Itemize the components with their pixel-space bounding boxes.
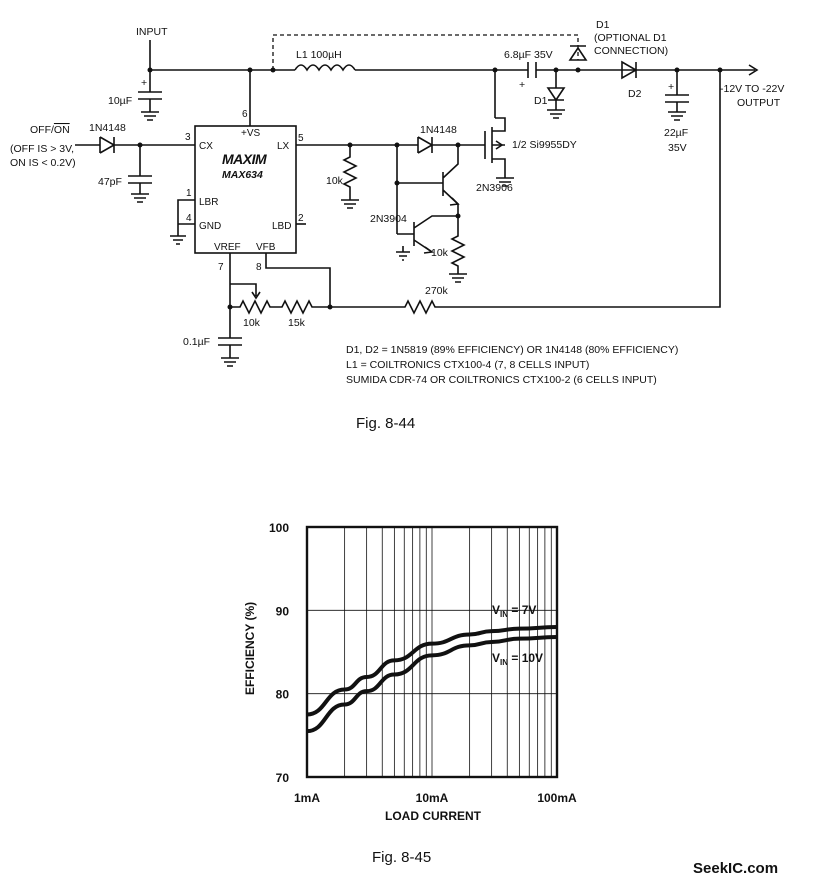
svg-text:LX: LX [277,141,290,152]
y-tick-label: 100 [269,521,289,535]
svg-text:8: 8 [256,262,262,273]
efficiency-chart: 1mA 10mA 100mA 70 80 90 100 EFFICIENCY (%) LOA… [243,521,577,866]
svg-text:+: + [141,77,147,89]
input-capacitor [138,70,162,121]
x-tick-label: 1mA [294,791,320,805]
y-tick-label: 70 [276,771,290,785]
input-diode [75,136,195,154]
svg-text:2N3904: 2N3904 [370,213,407,225]
svg-text:1: 1 [186,188,192,199]
svg-text:10k: 10k [326,175,344,187]
legend-vin-7v: VIN = 7V [492,603,536,619]
svg-text:35V: 35V [668,142,687,154]
x-axis-label: LOAD CURRENT [385,809,482,823]
off-on-label: OFF/ON [30,124,70,136]
note-line-3: SUMIDA CDR-74 OR COILTRONICS CTX100-2 (6… [346,374,657,386]
chart-ticks: 1mA 10mA 100mA 70 80 90 100 [269,521,577,805]
output-capacitor [665,70,689,121]
svg-text:+: + [668,81,674,93]
seekic-watermark: SeekIC.com [693,860,778,877]
chart-grid [307,527,557,777]
npn-transistor [397,215,458,253]
svg-text:GND: GND [199,221,221,232]
schematic: INPUT + 10µF 6 L1 100µH D1 (OPTIONAL D1 … [10,19,784,432]
svg-text:10k: 10k [431,247,449,259]
x-tick-label: 100mA [537,791,577,805]
svg-text:CX: CX [199,141,213,152]
output-label: OUTPUT [737,97,781,109]
svg-text:(OFF IS > 3V,: (OFF IS > 3V, [10,143,74,155]
output-wire [440,69,755,308]
svg-text:D1: D1 [596,19,610,31]
series-line-vin-7v [307,625,557,717]
ic-brand-logo: MAXIM [222,151,267,167]
coupling-capacitor [495,62,720,78]
lbr-gnd-ground [170,199,195,245]
note-line-2: L1 = COILTRONICS CTX100-4 (7, 8 CELLS IN… [346,359,589,371]
svg-text:0.1µF: 0.1µF [183,336,210,348]
svg-text:CONNECTION): CONNECTION) [594,45,668,57]
svg-text:+: + [519,79,525,91]
svg-text:VREF: VREF [214,242,241,253]
inductor-label: L1 100µH [296,49,342,61]
mosfet [484,117,506,178]
svg-text:1/2 Si9955DY: 1/2 Si9955DY [512,139,577,151]
resistor-270k [330,299,440,315]
svg-text:22µF: 22µF [664,127,688,139]
svg-text:VFB: VFB [256,242,276,253]
svg-text:+VS: +VS [241,128,261,139]
svg-text:1N4148: 1N4148 [420,124,457,136]
svg-text:2N3906: 2N3906 [476,182,513,194]
mid-diode [417,136,485,154]
svg-text:(OPTIONAL D1: (OPTIONAL D1 [594,32,667,44]
svg-text:LBD: LBD [272,221,291,232]
feedback-divider [230,299,330,315]
ic-part-number: MAX634 [222,169,263,181]
svg-text:15k: 15k [288,317,306,329]
input-label: INPUT [136,26,168,38]
d2-diode [621,60,638,80]
svg-text:6: 6 [242,109,248,120]
y-tick-label: 80 [276,688,290,702]
y-tick-label: 90 [276,604,290,618]
svg-text:47pF: 47pF [98,176,122,188]
d1-diode [546,70,566,119]
coupling-cap-label: 6.8µF 35V [504,49,553,61]
potentiometer-wiper [230,283,261,300]
svg-text:5: 5 [298,133,304,144]
legend-vin-10v: VIN = 10V [492,651,543,667]
fig-845-caption: Fig. 8-45 [372,849,431,866]
svg-text:1N4148: 1N4148 [89,122,126,134]
vref-capacitor [218,337,242,367]
series-line-vin-10v [307,635,557,734]
fig-844-caption: Fig. 8-44 [356,415,415,432]
x-tick-label: 10mA [416,791,449,805]
max634-ic [194,125,297,254]
input-cap-label: 10µF [108,95,132,107]
svg-text:LBR: LBR [199,197,218,208]
optional-d1-diode [568,45,588,61]
lx-resistor [341,145,359,209]
y-axis-label: EFFICIENCY (%) [243,602,257,695]
cx-capacitor [128,145,152,203]
chart-frame [305,525,559,779]
input-wire [149,40,250,71]
emitter-resistor [449,216,467,283]
svg-text:4: 4 [186,213,192,224]
inductor-l1 [294,64,356,72]
svg-text:3: 3 [185,132,191,143]
svg-text:10k: 10k [243,317,261,329]
svg-text:D1: D1 [534,95,548,107]
chart-series [307,625,557,734]
svg-text:D2: D2 [628,88,642,100]
svg-text:2: 2 [298,213,304,224]
note-line-1: D1, D2 = 1N5819 (89% EFFICIENCY) OR 1N41… [346,344,678,356]
output-range: -12V TO -22V [720,83,784,95]
svg-text:ON IS < 0.2V): ON IS < 0.2V) [10,157,76,169]
svg-text:7: 7 [218,262,224,273]
svg-text:270k: 270k [425,285,449,297]
